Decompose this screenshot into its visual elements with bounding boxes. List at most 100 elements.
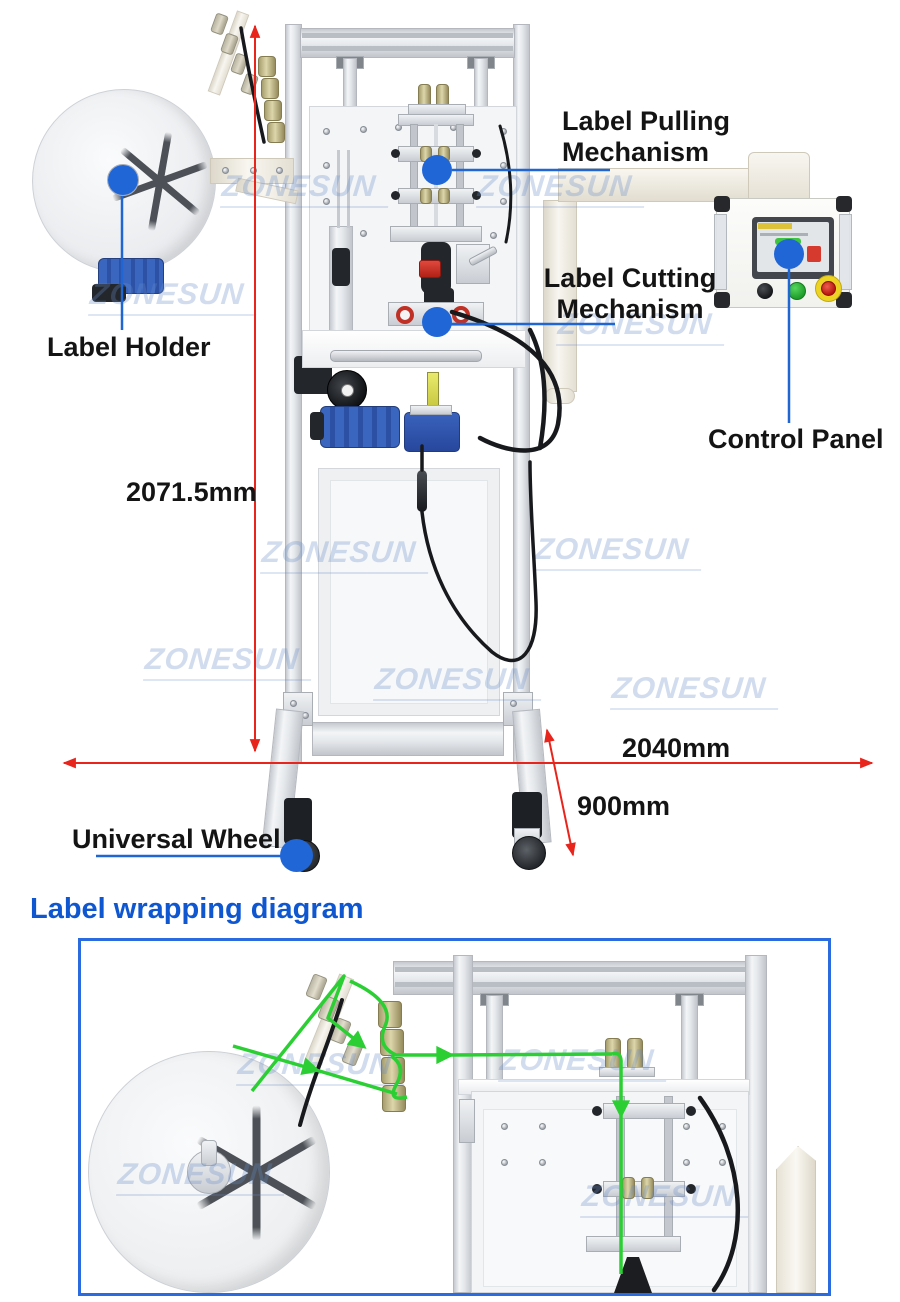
- roller-carriage: [398, 188, 474, 204]
- dancer-roller: [239, 72, 260, 96]
- universal-wheel-callout: Universal Wheel: [72, 824, 281, 854]
- power-knob[interactable]: [757, 283, 773, 299]
- screw: [360, 230, 367, 237]
- watermark: ZONESUN: [610, 672, 782, 710]
- adjust-knob: [686, 1184, 696, 1194]
- gearbox: [404, 412, 460, 452]
- screw: [500, 128, 507, 135]
- guide-roller: [264, 100, 282, 121]
- roller-carriage: [603, 1103, 685, 1119]
- wrapping-diagram-heading: Label wrapping diagram: [30, 893, 364, 925]
- frame-rail-strip: [302, 46, 513, 51]
- side-rod: [347, 150, 350, 228]
- screw: [360, 126, 367, 133]
- width-dimension: 2040mm: [622, 733, 731, 763]
- adjust-knob: [472, 149, 481, 158]
- watermark: ZONESUN: [143, 643, 315, 681]
- panel-side-rail: [714, 214, 727, 290]
- drive-wheel-hub: [341, 384, 354, 397]
- screw: [539, 1159, 546, 1166]
- cutter-wheel: [396, 306, 414, 324]
- gearbox-plate: [410, 405, 452, 415]
- screw: [222, 167, 229, 174]
- callout-line: Mechanism: [562, 137, 710, 167]
- adjust-knob: [592, 1184, 602, 1194]
- adjust-knob: [472, 191, 481, 200]
- screw: [323, 128, 330, 135]
- screw: [323, 162, 330, 169]
- callout-line: Label Cutting: [543, 263, 717, 293]
- control-panel-marker: [774, 239, 804, 269]
- panel-corner-cap: [836, 292, 852, 308]
- frame-rail-strip: [302, 33, 513, 38]
- hinge: [459, 1099, 475, 1143]
- start-button[interactable]: [788, 282, 806, 300]
- roller-bracket: [599, 1067, 655, 1077]
- pinch-roller: [438, 188, 450, 204]
- dancer-roller: [209, 12, 230, 36]
- callout-line: Mechanism: [556, 294, 704, 324]
- gantry-rail: [474, 58, 488, 112]
- disc-motor-base: [92, 284, 126, 302]
- gantry-rail: [343, 58, 357, 112]
- adjust-knob: [391, 191, 400, 200]
- side-post: [776, 1146, 816, 1293]
- panel-corner-cap: [714, 196, 730, 212]
- emergency-stop-button[interactable]: [821, 281, 836, 296]
- caster-mount-left: [284, 798, 312, 844]
- guide-roller: [378, 1001, 402, 1028]
- frame-rail-strip: [395, 967, 751, 972]
- disc-hub-knob: [201, 1140, 217, 1166]
- callout-line: Label Pulling: [562, 106, 731, 136]
- caster-wheel-right: [512, 836, 546, 870]
- side-rod: [337, 150, 340, 228]
- slide-rail: [410, 124, 418, 238]
- slide-base-plate: [390, 226, 482, 242]
- label-pulling-marker: [422, 155, 452, 185]
- mid-deck: [302, 330, 526, 368]
- watermark: ZONESUN: [498, 1044, 670, 1082]
- drive-motor-cap: [310, 412, 324, 440]
- panel-corner-cap: [714, 292, 730, 308]
- screw: [683, 1123, 690, 1130]
- panel-corner-cap: [836, 196, 852, 212]
- screw: [719, 1159, 726, 1166]
- drive-motor: [320, 406, 400, 448]
- control-panel-callout: Control Panel: [708, 424, 884, 454]
- screw: [290, 700, 297, 707]
- adjust-knob: [391, 149, 400, 158]
- guide-roller: [267, 122, 285, 143]
- screw: [719, 1123, 726, 1130]
- universal-wheel-marker: [280, 839, 313, 872]
- label-holder-disc-large: [88, 1051, 330, 1293]
- depth-dimension: 900mm: [577, 791, 671, 821]
- slide-rail: [456, 124, 464, 238]
- screw: [539, 1123, 546, 1130]
- base-shelf: [586, 1236, 681, 1252]
- watermark: ZONESUN: [116, 1158, 288, 1196]
- watermark: ZONESUN: [260, 536, 432, 574]
- cutter-red-knob: [419, 260, 441, 278]
- screen-text-line: [760, 233, 808, 236]
- drive-shaft: [330, 350, 482, 362]
- side-slide-block: [332, 248, 350, 286]
- screw: [276, 167, 283, 174]
- cutter-wheel: [452, 306, 470, 324]
- screw: [683, 1159, 690, 1166]
- watermark: ZONESUN: [88, 278, 260, 316]
- screw: [501, 1123, 508, 1130]
- guide-roller: [382, 1085, 406, 1112]
- screen-titlebar: [758, 223, 792, 229]
- label-cutting-marker: [422, 307, 452, 337]
- watermark: ZONESUN: [533, 533, 705, 571]
- guide-roller: [258, 56, 276, 77]
- adjust-knob: [592, 1106, 602, 1116]
- screw: [501, 1159, 508, 1166]
- screw: [490, 232, 497, 239]
- watermark: ZONESUN: [580, 1180, 752, 1218]
- pinch-roller: [641, 1177, 654, 1199]
- screw: [323, 198, 330, 205]
- label-holder-marker: [108, 165, 138, 195]
- frame-rail-strip: [395, 982, 751, 987]
